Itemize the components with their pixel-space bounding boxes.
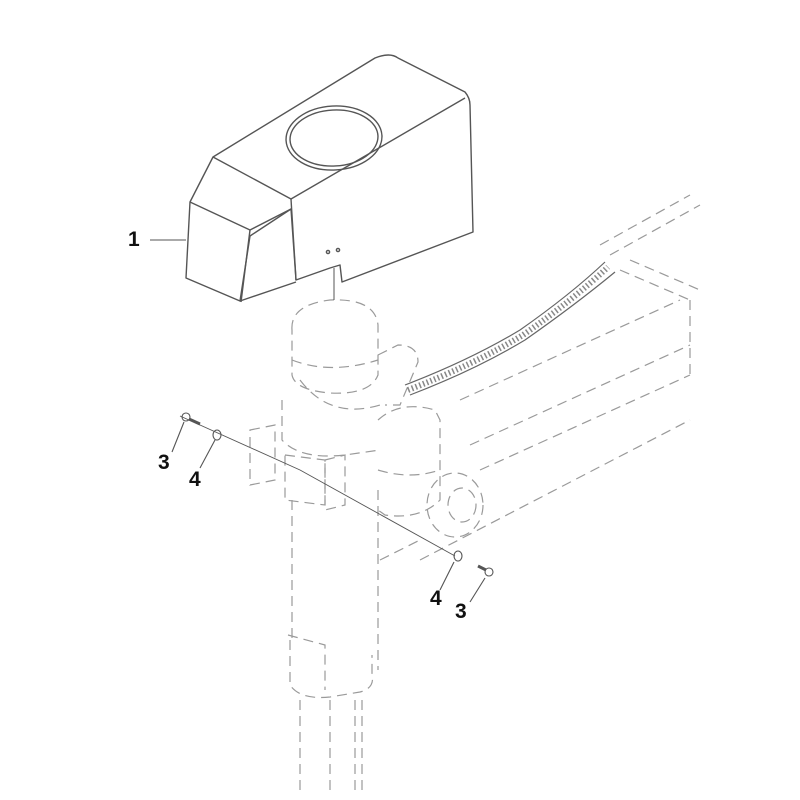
callout-label-part-3-right: 3: [455, 600, 467, 623]
corrugated-hose: [404, 261, 616, 396]
callout-label-part-4-left: 4: [189, 468, 201, 491]
cover-housing: [185, 54, 474, 303]
fasteners: [150, 239, 494, 603]
phantom-assembly: [249, 194, 701, 790]
callout-label-part-4-right: 4: [430, 587, 442, 610]
callout-label-part-3-left: 3: [158, 451, 170, 474]
callout-label-part-1: 1: [128, 228, 140, 251]
